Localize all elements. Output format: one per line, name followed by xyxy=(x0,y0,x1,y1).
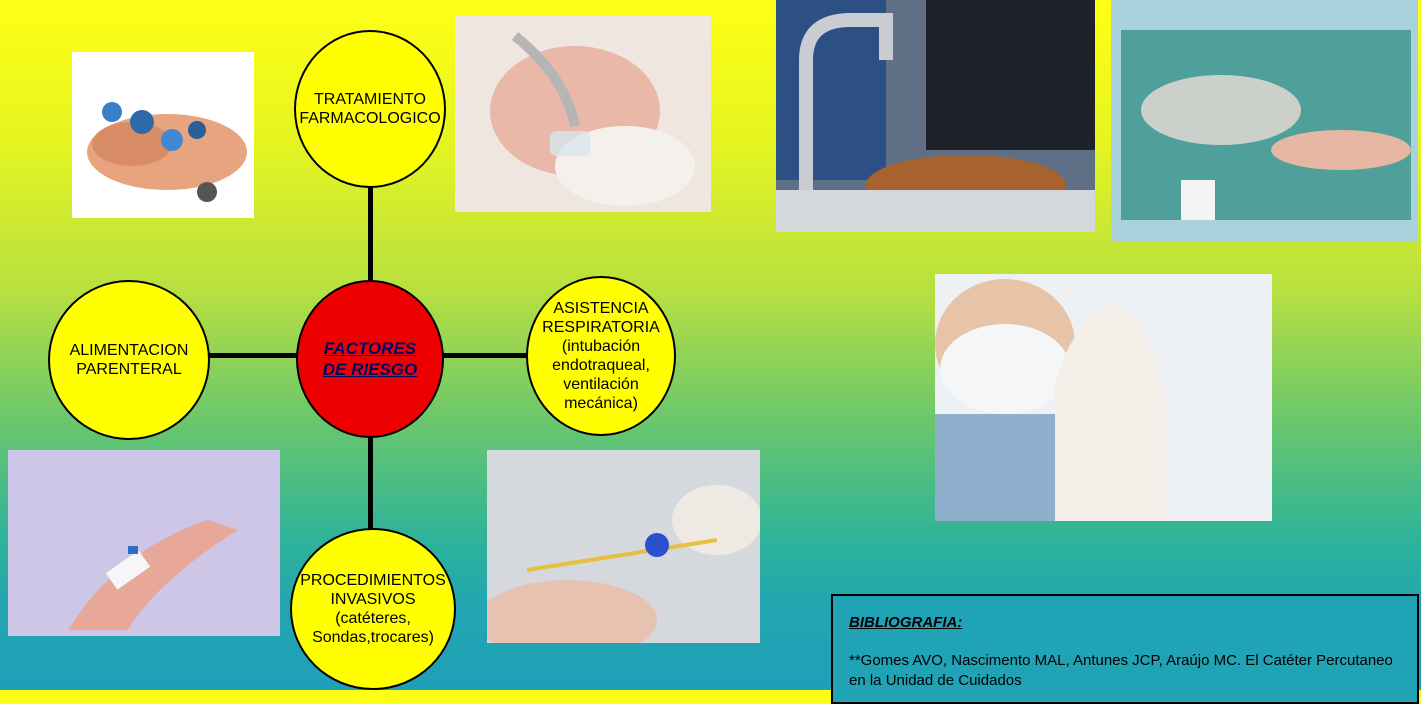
bibliography-box: BIBLIOGRAFIA: **Gomes AVO, Nascimento MA… xyxy=(831,594,1419,704)
node-left-label: ALIMENTACION PARENTERAL xyxy=(69,342,189,378)
bibliography-text: **Gomes AVO, Nascimento MAL, Antunes JCP… xyxy=(849,652,1393,689)
node-tratamiento-farmacologico: TRATAMIENTO FARMACOLOGICO xyxy=(294,30,446,188)
neonatal-iv-foot-image xyxy=(8,450,280,636)
connector-left xyxy=(209,353,298,358)
center-risk-factors-node: FACTORES DE RIESGO xyxy=(296,280,444,438)
masked-gloved-nurse-image xyxy=(935,274,1272,521)
premature-baby-image xyxy=(455,16,711,212)
node-alimentacion-parenteral: ALIMENTACION PARENTERAL xyxy=(48,280,210,440)
node-right-label: ASISTENCIA RESPIRATORIA (intubación endo… xyxy=(542,300,660,412)
node-top-label: TRATAMIENTO FARMACOLOGICO xyxy=(299,91,441,127)
bibliography-title: BIBLIOGRAFIA: xyxy=(849,614,963,631)
node-asistencia-respiratoria: ASISTENCIA RESPIRATORIA (intubación endo… xyxy=(526,276,676,436)
node-bottom-label: PROCEDIMIENTOS INVASIVOS (catéteres, Son… xyxy=(300,572,446,646)
connector-bottom xyxy=(368,435,373,531)
node-procedimientos-invasivos: PROCEDIMIENTOS INVASIVOS (catéteres, Son… xyxy=(290,528,456,690)
connector-top xyxy=(368,186,373,286)
hand-sanitizer-image xyxy=(1111,0,1418,241)
handwashing-image xyxy=(776,0,1095,232)
center-node-label: FACTORES DE RIESGO xyxy=(322,339,418,379)
bacteria-in-hand-image xyxy=(72,52,254,218)
iv-catheter-procedure-image xyxy=(487,450,760,643)
connector-right xyxy=(442,353,529,358)
